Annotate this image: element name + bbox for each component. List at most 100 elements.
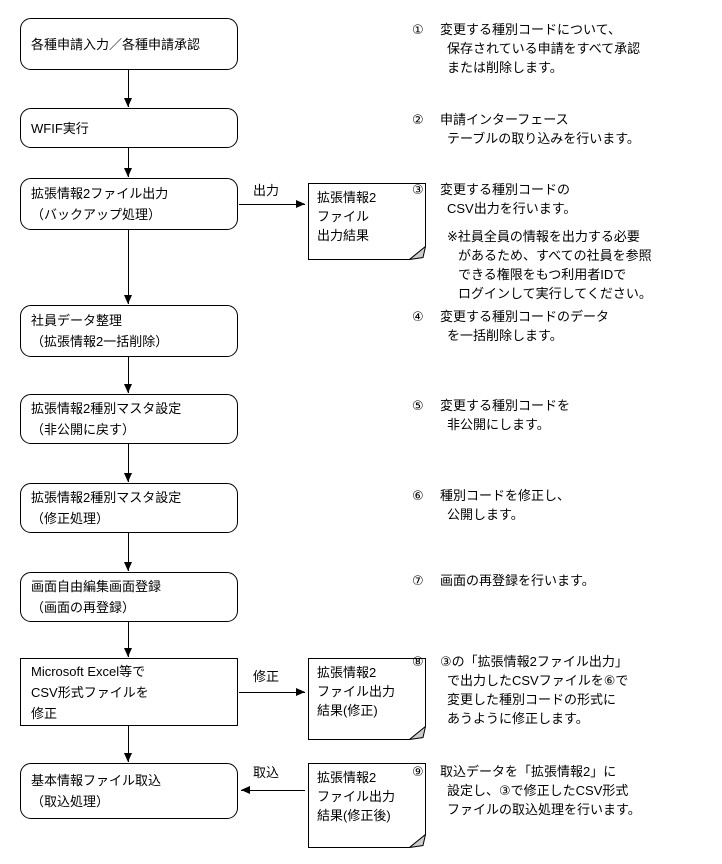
annotation-8: ⑧ ③の「拡張情報2ファイル出力」 で出力したCSVファイルを⑥で 変更した種別…	[412, 652, 628, 728]
document-output-result-modified: 拡張情報2 ファイル出力 結果(修正)	[308, 658, 426, 740]
annotation-text: 変更する種別コードの CSV出力を行います。 ※社員全員の情報を出力する必要 が…	[440, 180, 652, 303]
annotation-line: 保存されている申請をすべて承認	[447, 41, 641, 56]
annotation-note: ※社員全員の情報を出力する必要 があるため、すべての社員を参照 できる権限をもつ…	[440, 227, 652, 303]
annotation-note-line: ※社員全員の情報を出力する必要	[447, 229, 640, 244]
folded-corner-icon	[408, 833, 426, 848]
modify-arrow	[239, 687, 305, 696]
flow-step-basic-info-import: 基本情報ファイル取込 （取込処理）	[20, 763, 238, 819]
annotation-line: または削除します。	[447, 60, 563, 75]
flow-arrow-down-6	[124, 533, 132, 571]
flow-step-label: （拡張情報2一括削除）	[31, 334, 169, 349]
document-line: 出力結果	[317, 228, 370, 243]
circled-number: ②	[412, 112, 424, 127]
document-shape	[308, 658, 426, 740]
annotation-line: ③の「拡張情報2ファイル出力」	[440, 654, 628, 669]
document-line: 拡張情報2	[317, 190, 377, 205]
circled-number: ③	[412, 182, 424, 197]
annotation-9: ⑨ 取込データを「拡張情報2」に 設定し、③で修正したCSV形式 ファイルの取込…	[412, 762, 641, 819]
annotation-text: 取込データを「拡張情報2」に 設定し、③で修正したCSV形式 ファイルの取込処理…	[440, 762, 641, 819]
document-line: 拡張情報2	[317, 770, 377, 785]
document-text: 拡張情報2 ファイル出力 結果(修正)	[308, 658, 426, 720]
flow-step-label: （取込処理）	[31, 794, 110, 809]
flow-step-label: 拡張情報2ファイル出力	[31, 186, 169, 201]
flow-step-wfif-run: WFIF実行	[20, 108, 238, 148]
annotation-line: 公開します。	[447, 507, 524, 522]
annotation-text: 種別コードを修正し、 公開します。	[440, 486, 570, 524]
modify-arrow-label: 修正	[253, 669, 280, 684]
flow-step-master-fix: 拡張情報2種別マスタ設定 （修正処理）	[20, 483, 238, 533]
annotation-4: ④ 変更する種別コードのデータ を一括削除します。	[412, 307, 609, 345]
document-shape	[308, 183, 426, 260]
flow-arrow-down-2	[124, 148, 132, 177]
flow-step-label: 拡張情報2種別マスタ設定	[31, 401, 182, 416]
annotation-line: 画面の再登録を行います。	[440, 573, 595, 588]
flow-arrow-down-1	[124, 70, 132, 107]
document-line: 拡張情報2	[317, 665, 377, 680]
annotation-text: 画面の再登録を行います。	[440, 571, 595, 590]
circled-number: ⑨	[412, 764, 424, 779]
folded-corner-icon	[408, 725, 426, 740]
flow-step-label: （バックアップ処理）	[31, 207, 162, 222]
circled-number: ⑥	[412, 488, 424, 503]
flow-step-label: CSV形式ファイルを	[31, 684, 149, 700]
flow-step-label: （画面の再登録）	[31, 600, 136, 615]
annotation-note-line: できる権限をもつ利用者IDで	[458, 267, 627, 282]
annotation-line: CSV出力を行います。	[447, 201, 577, 216]
circled-number: ⑦	[412, 573, 424, 588]
annotation-line: 種別コードを修正し、	[440, 488, 571, 503]
flow-arrow-down-3	[124, 230, 132, 304]
flow-step-label: 修正	[31, 705, 58, 721]
flow-step-label: 画面自由編集画面登録	[31, 579, 162, 594]
annotation-line: 変更する種別コードの	[440, 182, 571, 197]
annotation-text: ③の「拡張情報2ファイル出力」 で出力したCSVファイルを⑥で 変更した種別コー…	[440, 652, 628, 728]
annotation-1: ① 変更する種別コードについて、 保存されている申請をすべて承認 または削除しま…	[412, 20, 640, 77]
circled-number: ⑤	[412, 398, 424, 413]
flow-step-excel-edit-csv: Microsoft Excel等で CSV形式ファイルを 修正	[20, 658, 238, 726]
annotation-text: 申請インターフェース テーブルの取り込みを行います。	[440, 110, 640, 148]
flow-step-employee-data-cleanup: 社員データ整理 （拡張情報2一括削除）	[20, 305, 238, 357]
circled-number: ⑧	[412, 654, 424, 669]
document-text: 拡張情報2 ファイル出力 結果(修正後)	[308, 763, 426, 825]
annotation-line: 変更する種別コードについて、	[440, 22, 621, 37]
annotation-line: 変更する種別コードを	[440, 398, 571, 413]
document-line: 結果(修正)	[317, 703, 378, 718]
flow-arrow-down-5	[124, 444, 132, 482]
annotation-line: 変更する種別コードのデータ	[440, 309, 610, 324]
flow-step-label: 基本情報ファイル取込	[31, 773, 162, 788]
annotation-line: ファイルの取込処理を行います。	[447, 802, 641, 817]
output-arrow-label: 出力	[253, 183, 280, 198]
annotation-3: ③ 変更する種別コードの CSV出力を行います。 ※社員全員の情報を出力する必要…	[412, 180, 652, 303]
document-output-result-after-modify: 拡張情報2 ファイル出力 結果(修正後)	[308, 763, 426, 848]
annotation-text: 変更する種別コードを 非公開にします。	[440, 396, 570, 434]
annotation-text: 変更する種別コードのデータ を一括削除します。	[440, 307, 609, 345]
annotation-note-line: ログインして実行してください。	[458, 286, 652, 301]
annotation-7: ⑦ 画面の再登録を行います。	[412, 571, 595, 590]
annotation-note-line: があるため、すべての社員を参照	[458, 248, 652, 263]
flow-step-label: WFIF実行	[31, 120, 89, 136]
annotation-line: 申請インターフェース	[440, 112, 569, 127]
annotation-6: ⑥ 種別コードを修正し、 公開します。	[412, 486, 570, 524]
circled-number: ①	[412, 22, 424, 37]
import-arrow	[241, 785, 305, 794]
annotation-text: 変更する種別コードについて、 保存されている申請をすべて承認 または削除します。	[440, 20, 640, 77]
flow-step-label: 社員データ整理	[31, 313, 123, 328]
flow-arrow-down-8	[124, 726, 132, 762]
document-line: ファイル	[317, 209, 370, 224]
annotation-line: 非公開にします。	[447, 417, 550, 432]
annotation-line: で出力したCSVファイルを⑥で	[447, 673, 629, 688]
annotation-5: ⑤ 変更する種別コードを 非公開にします。	[412, 396, 570, 434]
document-line: 結果(修正後)	[317, 808, 391, 823]
flow-step-label: （非公開に戻す）	[31, 422, 136, 437]
folded-corner-icon	[408, 245, 426, 260]
annotation-2: ② 申請インターフェース テーブルの取り込みを行います。	[412, 110, 640, 148]
document-text: 拡張情報2 ファイル 出力結果	[308, 183, 426, 245]
import-arrow-label: 取込	[253, 765, 280, 780]
flow-step-ext2-file-output: 拡張情報2ファイル出力 （バックアップ処理）	[20, 178, 238, 230]
flow-step-label: 各種申請入力／各種申請承認	[31, 36, 201, 52]
document-line: ファイル出力	[317, 684, 396, 699]
document-shape	[308, 763, 426, 848]
annotation-line: 設定し、③で修正したCSV形式	[447, 783, 629, 798]
flow-step-application-input: 各種申請入力／各種申請承認	[20, 18, 238, 70]
document-output-result: 拡張情報2 ファイル 出力結果	[308, 183, 426, 260]
